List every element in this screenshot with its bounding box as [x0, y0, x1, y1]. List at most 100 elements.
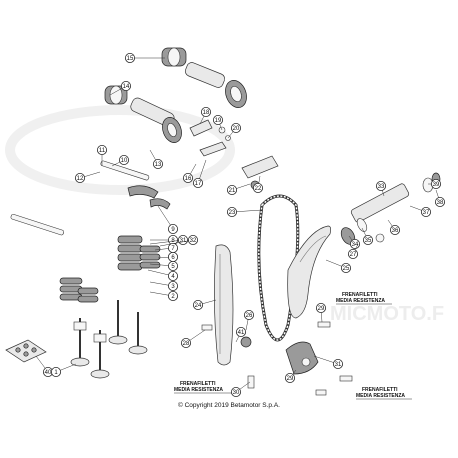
- callout-bubble: [167, 260, 178, 271]
- callout-bubble: [97, 144, 108, 155]
- callout-32: 32: [159, 234, 198, 247]
- callout-bubble: [125, 53, 136, 64]
- callout-10: 10: [111, 154, 130, 167]
- callout-4: 4: [147, 269, 178, 281]
- callout-22: 22: [252, 175, 263, 193]
- callout-40: 40: [35, 355, 54, 377]
- callout-6: 6: [157, 251, 178, 262]
- callout-number: 32: [190, 238, 197, 244]
- note-line-2: MEDIA RESISTENZA: [174, 387, 223, 393]
- callout-20: 20: [227, 123, 241, 139]
- callout-bubble: [167, 223, 178, 234]
- watermark: MICMOTO.F: [5, 105, 444, 325]
- hydraulic-tensioner: [340, 172, 441, 245]
- callout-bubble: [375, 180, 386, 191]
- callout-number: 24: [195, 303, 202, 309]
- callout-bubble: [75, 172, 86, 183]
- callout-number: 22: [255, 186, 262, 192]
- copyright-notice: © Copyright 2019 Betamotor S.p.A.: [178, 402, 280, 409]
- callout-bubble: [212, 115, 223, 126]
- note-line-1: FRENAFILETTI: [180, 381, 216, 387]
- callout-bubble: [235, 326, 246, 337]
- callout-9: 9: [157, 205, 178, 234]
- valve-springs-left: [59, 277, 99, 303]
- note-line-2: MEDIA RESISTENZA: [356, 393, 405, 399]
- bolts: [201, 321, 353, 396]
- callout-5: 5: [149, 260, 178, 271]
- callout-number: 34: [352, 242, 359, 248]
- callout-number: 21: [229, 188, 236, 194]
- callout-14: 14: [109, 81, 132, 96]
- callout-bubble: [182, 172, 193, 183]
- callout-number: 29: [318, 306, 325, 312]
- callout-15: 15: [125, 53, 165, 64]
- callout-bubble: [230, 386, 241, 397]
- note-frenafiletti-3: FRENAFILETTI MEDIA RESISTENZA: [356, 387, 412, 400]
- camshaft-bearing-top: [161, 47, 187, 67]
- callout-41: 41: [235, 326, 246, 343]
- exhaust-camshaft: [130, 97, 182, 143]
- callout-37: 37: [409, 205, 431, 217]
- callout-bubble: [332, 358, 343, 369]
- callout-bubble: [243, 309, 254, 320]
- callout-leader-line: [149, 239, 184, 245]
- callout-number: 7: [171, 246, 175, 252]
- callout-number: 33: [378, 184, 385, 190]
- callout-bubble: [167, 270, 178, 281]
- timing-chain: [257, 194, 300, 342]
- callout-number: 25: [343, 266, 350, 272]
- shim-kit: [5, 339, 47, 363]
- note-frenafiletti-2: FRENAFILETTI MEDIA RESISTENZA: [174, 381, 232, 394]
- callout-36: 36: [387, 219, 400, 235]
- callout-34: 34: [348, 235, 360, 249]
- callout-bubble: [434, 196, 445, 207]
- callout-25: 25: [325, 259, 351, 273]
- callout-number: 2: [171, 294, 175, 300]
- callout-number: 9: [171, 227, 175, 233]
- callout-number: 37: [423, 210, 430, 216]
- callout-number: 31: [335, 362, 342, 368]
- note-line-1: FRENAFILETTI: [362, 387, 398, 393]
- callout-35: 35: [361, 227, 373, 245]
- callout-number: 4: [171, 274, 175, 280]
- callout-bubble: [340, 262, 351, 273]
- callout-number: 6: [171, 255, 175, 261]
- callout-39: 39: [428, 178, 441, 189]
- note-frenafiletti-1: FRENAFILETTI MEDIA RESISTENZA: [336, 292, 392, 305]
- callout-number: 31: [180, 238, 187, 244]
- callout-2: 2: [149, 290, 178, 301]
- callout-12: 12: [75, 171, 101, 183]
- callout-number: 14: [123, 84, 130, 90]
- callout-leader-line: [231, 209, 263, 213]
- callout-30: 30: [230, 381, 251, 397]
- rocker-arm: [127, 185, 171, 210]
- callout-bubble: [362, 234, 373, 245]
- callout-bubble: [152, 158, 163, 169]
- valves: [70, 300, 148, 379]
- callout-bubble: [230, 123, 241, 134]
- callout-24: 24: [192, 299, 217, 310]
- camshaft-bearing-left: [104, 85, 128, 105]
- callout-18: 18: [199, 107, 211, 125]
- callout-bubble: [51, 366, 62, 377]
- callout-number: 13: [155, 162, 162, 168]
- valve-stem-seals: [73, 321, 107, 343]
- callout-number: 1: [54, 370, 58, 376]
- note-line-2: MEDIA RESISTENZA: [336, 298, 385, 304]
- callout-number: 5: [171, 264, 175, 270]
- callout-number: 30: [233, 390, 240, 396]
- valve-springs-right: [117, 235, 161, 271]
- callout-number: 3: [171, 284, 175, 290]
- callout-number: 12: [77, 176, 84, 182]
- callout-number: 29: [287, 376, 294, 382]
- callout-bubble: [430, 178, 441, 189]
- callout-number: 10: [121, 158, 128, 164]
- callout-16: 16: [182, 163, 197, 183]
- callout-number: 11: [99, 148, 106, 154]
- callout-number: 18: [203, 110, 210, 116]
- callout-28: 28: [180, 329, 206, 348]
- callout-bubble: [192, 299, 203, 310]
- callout-23: 23: [226, 206, 263, 217]
